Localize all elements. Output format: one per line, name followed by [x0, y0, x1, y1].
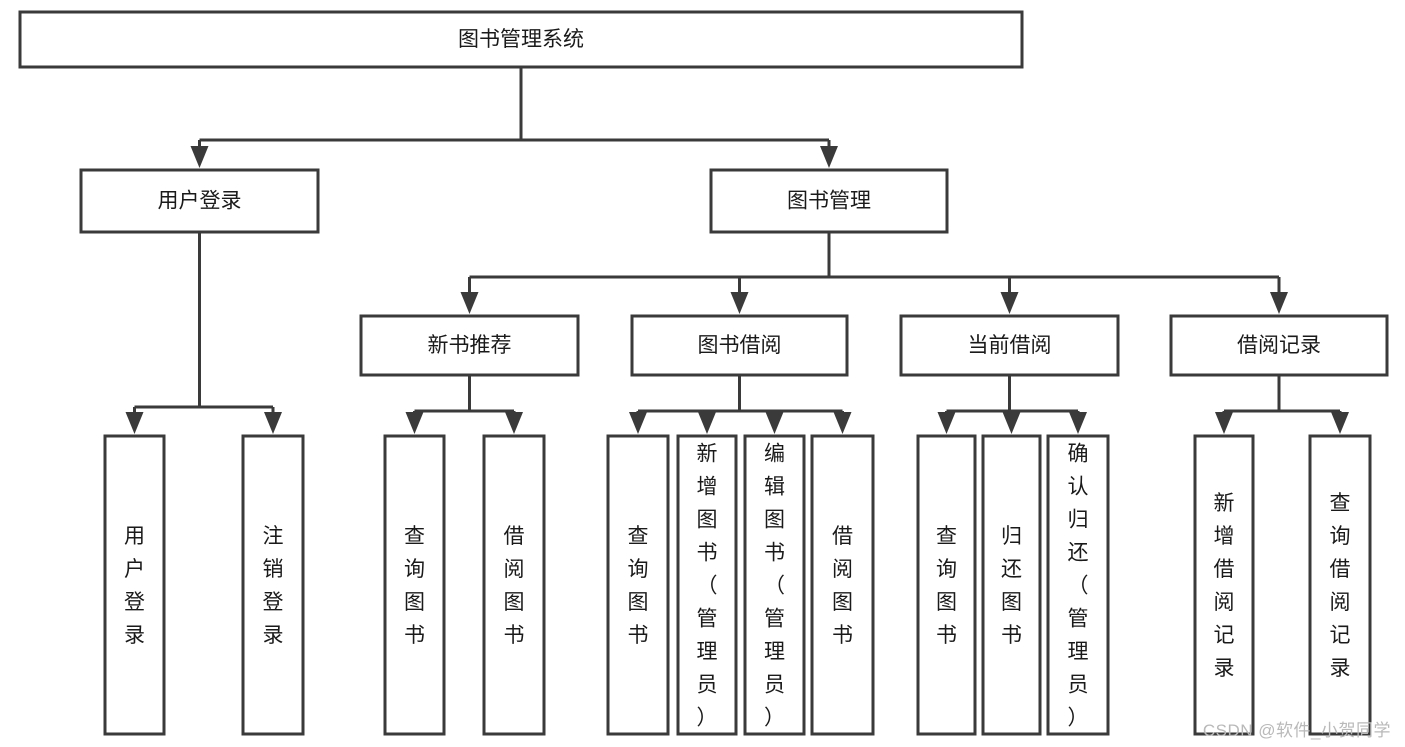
node-label-l2-current: 当前借阅 [968, 334, 1052, 357]
node-label-l3-borrowbook1: 借阅图书 [504, 525, 525, 647]
node-label-l3-logout: 注销登录 [263, 525, 284, 647]
edges-layer [125, 67, 1349, 434]
node-l1-books[interactable]: 图书管理 [709, 168, 949, 234]
node-box-l1-login [79, 168, 320, 234]
edge-group-l2-borrow [629, 375, 852, 434]
node-label-root: 图书管理系统 [458, 28, 584, 51]
edge-group-l2-newbook [405, 375, 523, 434]
node-l3-querybook3[interactable]: 查询图书 [916, 434, 977, 736]
node-label-l3-queryrecord: 查询借阅记录 [1330, 492, 1351, 680]
node-root[interactable]: 图书管理系统 [18, 10, 1024, 69]
node-box-l3-returnbook [981, 434, 1042, 736]
node-l2-newbook[interactable]: 新书推荐 [359, 314, 580, 377]
node-box-l1-books [709, 168, 949, 234]
edge-group-root [190, 67, 838, 168]
node-box-l2-borrow [630, 314, 849, 377]
node-label-l3-querybook2: 查询图书 [628, 525, 649, 647]
node-l1-login[interactable]: 用户登录 [79, 168, 320, 234]
node-l3-returnbook[interactable]: 归还图书 [981, 434, 1042, 736]
node-l3-editbook[interactable]: 编辑图书（管理员） [743, 434, 806, 736]
node-l3-confirm[interactable]: 确认归还（管理员） [1046, 434, 1110, 736]
node-box-l3-addbook [676, 434, 738, 736]
node-box-l3-borrowbook1 [482, 434, 546, 736]
node-box-l2-current [899, 314, 1120, 377]
edge-group-l1-login [125, 232, 282, 434]
node-box-l3-querybook2 [606, 434, 670, 736]
node-box-l2-record [1169, 314, 1389, 377]
node-l2-record[interactable]: 借阅记录 [1169, 314, 1389, 377]
nodes-layer: 图书管理系统用户登录图书管理新书推荐图书借阅当前借阅借阅记录用户登录注销登录查询… [18, 10, 1389, 736]
node-label-l3-addbook: 新增图书（管理员） [697, 443, 718, 730]
node-box-l3-editbook [743, 434, 806, 736]
node-l3-queryrecord[interactable]: 查询借阅记录 [1308, 434, 1372, 736]
edge-group-l2-current [937, 375, 1087, 434]
node-box-l3-querybook1 [383, 434, 446, 736]
node-box-l2-newbook [359, 314, 580, 377]
node-box-l3-queryrecord [1308, 434, 1372, 736]
node-l3-addbook[interactable]: 新增图书（管理员） [676, 434, 738, 736]
node-label-l3-editbook: 编辑图书（管理员） [764, 443, 785, 730]
node-label-l3-querybook1: 查询图书 [404, 525, 425, 647]
node-box-l3-querybook3 [916, 434, 977, 736]
node-box-l3-logout [241, 434, 305, 736]
node-label-l3-returnbook: 归还图书 [1001, 525, 1022, 647]
node-box-l3-confirm [1046, 434, 1110, 736]
node-label-l3-addrecord: 新增借阅记录 [1214, 492, 1235, 680]
node-label-l1-books: 图书管理 [787, 190, 871, 213]
node-label-l2-newbook: 新书推荐 [428, 334, 512, 357]
node-label-l3-userlogin: 用户登录 [124, 525, 145, 647]
node-l2-borrow[interactable]: 图书借阅 [630, 314, 849, 377]
node-l3-querybook1[interactable]: 查询图书 [383, 434, 446, 736]
node-l3-borrowbook1[interactable]: 借阅图书 [482, 434, 546, 736]
node-label-l3-borrowbook2: 借阅图书 [832, 525, 853, 647]
node-l3-addrecord[interactable]: 新增借阅记录 [1193, 434, 1255, 736]
node-box-l3-addrecord [1193, 434, 1255, 736]
node-label-l3-querybook3: 查询图书 [936, 525, 957, 647]
node-l3-borrowbook2[interactable]: 借阅图书 [810, 434, 875, 736]
node-box-l3-borrowbook2 [810, 434, 875, 736]
node-box-l3-userlogin [103, 434, 166, 736]
node-box-root [18, 10, 1024, 69]
node-l3-querybook2[interactable]: 查询图书 [606, 434, 670, 736]
node-label-l1-login: 用户登录 [158, 190, 242, 213]
node-label-l2-record: 借阅记录 [1237, 334, 1321, 357]
node-label-l3-confirm: 确认归还（管理员） [1068, 443, 1089, 730]
edge-group-l2-record [1215, 375, 1349, 434]
node-l3-userlogin[interactable]: 用户登录 [103, 434, 166, 736]
node-label-l2-borrow: 图书借阅 [698, 334, 782, 357]
node-l2-current[interactable]: 当前借阅 [899, 314, 1120, 377]
edge-group-l1-books [460, 232, 1288, 314]
node-l3-logout[interactable]: 注销登录 [241, 434, 305, 736]
